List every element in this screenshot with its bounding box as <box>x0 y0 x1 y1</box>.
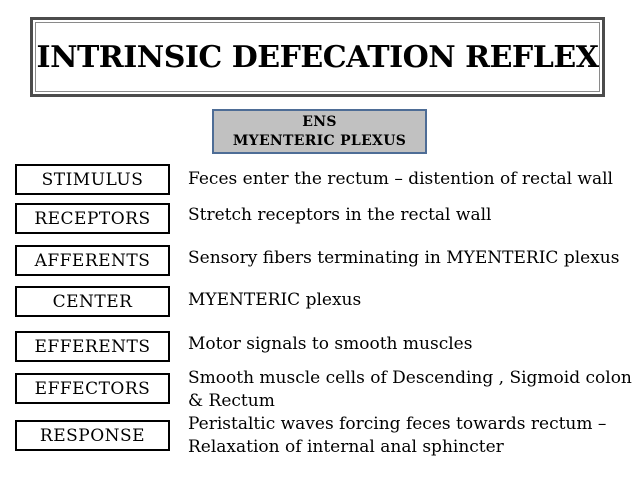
label-center: CENTER <box>52 291 133 312</box>
label-box-effectors: EFFECTORS <box>15 373 170 404</box>
label-effectors: EFFECTORS <box>34 378 151 399</box>
label-response: RESPONSE <box>39 425 146 446</box>
label-box-receptors: RECEPTORS <box>15 203 170 234</box>
description-efferents: Motor signals to smooth muscles <box>188 334 473 354</box>
description-effectors: Smooth muscle cells of Descending , Sigm… <box>188 368 632 411</box>
description-stimulus: Feces enter the rectum – distention of r… <box>188 169 613 189</box>
label-afferents: AFFERENTS <box>34 250 151 271</box>
label-box-center: CENTER <box>15 286 170 317</box>
ens-plexus-box: ENS MYENTERIC PLEXUS <box>212 109 427 154</box>
description-center: MYENTERIC plexus <box>188 290 362 310</box>
description-afferents: Sensory fibers terminating in MYENTERIC … <box>188 248 620 268</box>
description-receptors: Stretch receptors in the rectal wall <box>188 205 492 225</box>
slide-title: INTRINSIC DEFECATION REFLEX <box>36 39 599 75</box>
label-stimulus: STIMULUS <box>41 169 144 190</box>
label-box-response: RESPONSE <box>15 420 170 451</box>
label-box-efferents: EFFERENTS <box>15 331 170 362</box>
label-efferents: EFFERENTS <box>34 336 151 357</box>
label-box-stimulus: STIMULUS <box>15 164 170 195</box>
label-receptors: RECEPTORS <box>34 208 151 229</box>
ens-box-line2: MYENTERIC PLEXUS <box>232 132 407 149</box>
title-box: INTRINSIC DEFECATION REFLEX <box>30 17 605 97</box>
ens-box-line1: ENS <box>302 113 337 130</box>
label-box-afferents: AFFERENTS <box>15 245 170 276</box>
description-response: Peristaltic waves forcing feces towards … <box>188 414 607 457</box>
